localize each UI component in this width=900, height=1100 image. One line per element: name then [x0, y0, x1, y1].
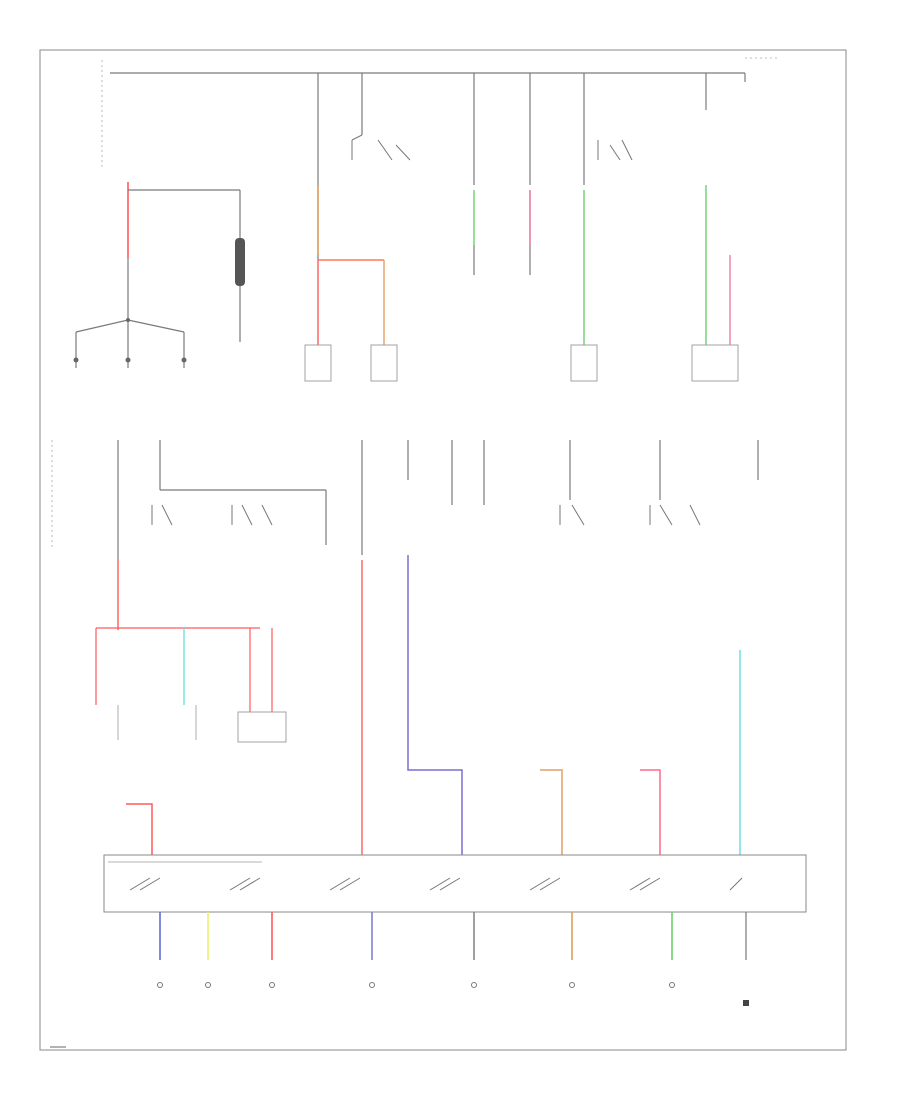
- wire-pink: [640, 769, 661, 858]
- inductor-group: [73, 182, 245, 368]
- middle-left-loads: [95, 560, 287, 743]
- inductor-coil: [235, 238, 245, 286]
- wire-orange: [540, 769, 563, 858]
- top-power-bus: [101, 57, 780, 170]
- middle-right-branches: [361, 440, 759, 555]
- top-branch-2: [351, 73, 411, 161]
- wire-red-short: [126, 803, 153, 858]
- top-branch-1: [304, 73, 398, 382]
- wire-purple-blue: [407, 555, 463, 858]
- middle-bus: [51, 440, 327, 560]
- diagram-frame: [39, 49, 847, 1051]
- top-branch-6: [691, 73, 739, 382]
- bottom-outputs: [157, 912, 749, 1006]
- top-branch-5: [570, 73, 633, 382]
- bottom-module: [103, 854, 807, 913]
